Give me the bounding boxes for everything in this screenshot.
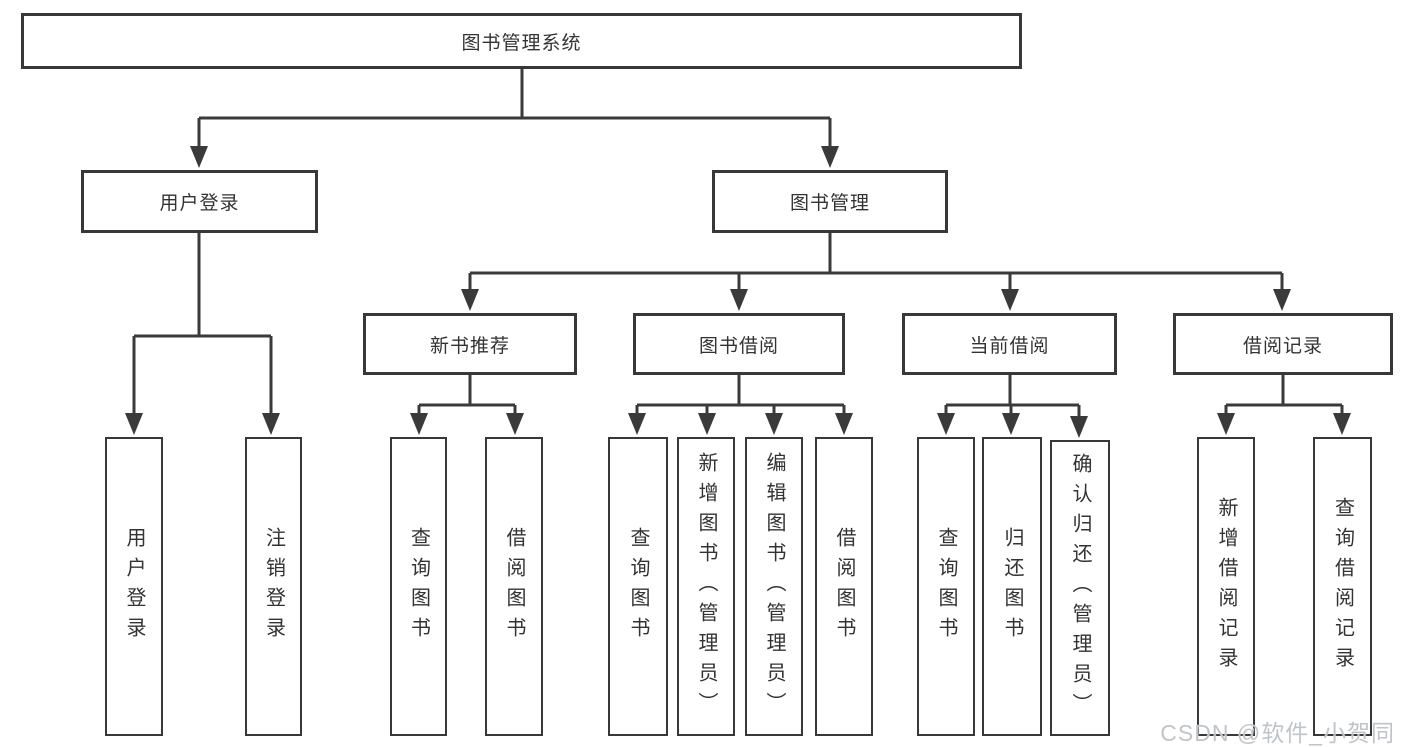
node-query-books-current: 查询图书 [917,437,975,736]
node-label: 查询图书 [627,526,649,647]
node-label: 当前借阅 [969,335,1050,357]
node-label: 查询图书 [407,526,430,647]
csdn-watermark: CSDN @软件_小贺同学 [1160,720,1395,746]
node-label: 新增图书（管理员） [695,451,717,722]
node-label: 借阅图书 [503,526,525,647]
node-current-borrowing: 当前借阅 [902,313,1117,375]
node-logout: 注销登录 [245,437,302,736]
node-label: 图书借阅 [698,335,779,357]
node-label: 新增借阅记录 [1215,496,1237,677]
node-query-borrow-record: 查询借阅记录 [1313,437,1372,736]
node-query-books-borrowing: 查询图书 [608,437,668,736]
node-book-management: 图书管理 [712,170,948,233]
node-add-books-admin: 新增图书（管理员） [677,437,735,736]
node-label: 归还图书 [1001,526,1023,647]
node-query-books-recommend: 查询图书 [390,437,447,736]
tree-edges [132,69,1344,421]
node-label: 注销登录 [262,526,285,647]
node-confirm-return-admin: 确认归还（管理员） [1050,440,1110,736]
node-label: 编辑图书（管理员） [763,451,785,722]
node-book-borrowing: 图书借阅 [633,313,845,375]
node-label: 用户登录 [159,193,240,214]
node-user-login: 用户登录 [81,170,318,233]
node-label: 查询图书 [935,526,957,647]
node-label: 新书推荐 [429,335,510,357]
arrowheads [125,146,1351,438]
node-label: 确认归还（管理员） [1069,453,1091,723]
node-borrowing-records: 借阅记录 [1173,313,1393,375]
node-label: 图书管理系统 [461,32,582,54]
node-label: 借阅记录 [1242,335,1323,357]
node-add-borrow-record: 新增借阅记录 [1197,437,1255,736]
node-system-root: 图书管理系统 [21,13,1022,69]
node-borrow-books-recommend: 借阅图书 [485,437,543,736]
node-new-book-recommend: 新书推荐 [363,313,577,375]
node-user-login-action: 用户登录 [105,437,163,736]
node-label: 用户登录 [123,526,145,647]
node-label: 查询借阅记录 [1331,496,1354,677]
node-borrow-books-borrowing: 借阅图书 [815,437,873,736]
node-return-books: 归还图书 [982,437,1042,736]
node-label: 借阅图书 [833,526,855,647]
node-label: 图书管理 [789,193,870,214]
node-edit-books-admin: 编辑图书（管理员） [745,437,803,736]
